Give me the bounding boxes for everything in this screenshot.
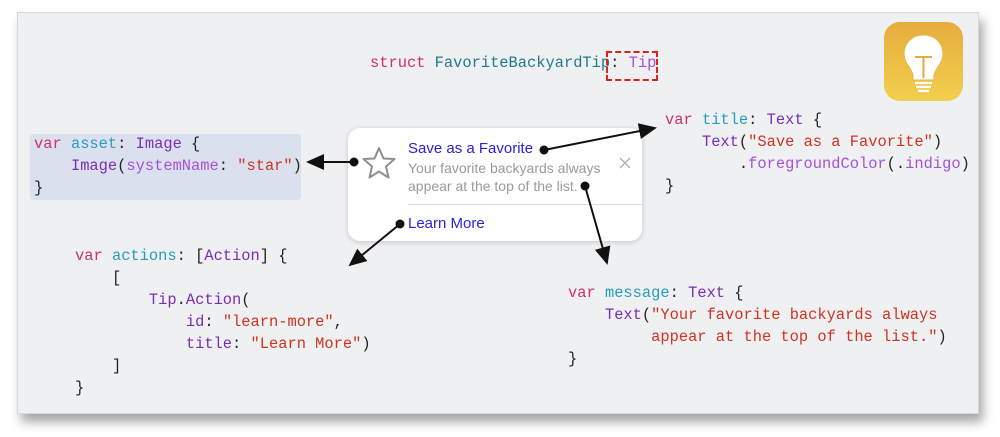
tip-title: Save as a Favorite	[408, 140, 534, 157]
code-line: [	[75, 267, 371, 289]
code-line: struct FavoriteBackyardTip: Tip	[370, 52, 656, 74]
code-token: (	[738, 133, 749, 151]
code-token: (	[241, 291, 251, 309]
code-token: (	[641, 306, 652, 324]
code-token: Action	[204, 247, 260, 265]
code-token: "Learn More"	[250, 335, 362, 353]
code-line: var message: Text {	[568, 282, 947, 304]
code-token: ] {	[259, 247, 288, 265]
code-line: var actions: [Action] {	[75, 245, 371, 267]
code-token: :	[669, 284, 689, 302]
code-token: :	[610, 54, 629, 72]
code-token: indigo	[905, 155, 961, 173]
code-line: title: "Learn More")	[75, 333, 371, 355]
code-token: "Save as a Favorite"	[748, 133, 933, 151]
code-line: Tip.Action(	[75, 289, 371, 311]
asset-code: var asset: Image { Image(systemName: "st…	[34, 133, 302, 199]
arrow-title	[543, 123, 657, 151]
tip-preview-card: Save as a Favorite Your favorite backyar…	[348, 128, 642, 241]
code-line: }	[34, 177, 302, 199]
code-token: var	[568, 284, 605, 302]
title-code: var title: Text { Text("Save as a Favori…	[665, 109, 970, 197]
code-token: :	[232, 335, 251, 353]
code-token: Image	[135, 135, 182, 153]
code-token: Text	[688, 284, 726, 302]
star-icon	[362, 146, 396, 185]
divider	[408, 204, 642, 205]
code-token: "star"	[237, 157, 293, 175]
code-line: .foregroundColor(.indigo)	[665, 153, 970, 175]
code-token: )	[361, 335, 371, 353]
code-token: Action	[185, 291, 242, 309]
code-token: (.	[886, 155, 906, 173]
code-token: :	[117, 135, 136, 153]
code-line: }	[665, 175, 970, 197]
code-token: ,	[333, 313, 343, 331]
code-token: struct	[370, 54, 435, 72]
code-line: Image(systemName: "star")	[34, 155, 302, 177]
struct-declaration: struct FavoriteBackyardTip: Tip	[370, 52, 656, 74]
code-token: var	[75, 247, 112, 265]
code-token: .	[176, 291, 186, 309]
code-token: :	[204, 313, 223, 331]
code-token: (	[117, 157, 127, 175]
code-token: }	[665, 177, 675, 195]
code-token: message	[604, 284, 670, 302]
code-token: }	[34, 179, 44, 197]
code-token: :	[748, 111, 767, 129]
learn-more-button[interactable]: Learn More	[408, 215, 485, 232]
code-line: appear at the top of the list.")	[568, 326, 947, 348]
code-token: Tip	[628, 54, 657, 72]
code-token: .	[665, 155, 749, 173]
code-line: id: "learn-more",	[75, 311, 371, 333]
code-token: ]	[75, 357, 122, 375]
asset-code-highlight	[30, 134, 301, 200]
code-token: }	[568, 350, 578, 368]
close-icon[interactable]	[618, 156, 632, 175]
code-token: foregroundColor	[748, 155, 887, 173]
code-token: title	[701, 111, 749, 129]
tip-protocol-highlight	[606, 51, 658, 81]
code-token: )	[960, 155, 970, 173]
code-token: systemName	[126, 157, 219, 175]
code-token: "learn-more"	[222, 313, 334, 331]
code-token: Text	[766, 111, 804, 129]
message-code: var message: Text { Text("Your favorite …	[568, 282, 947, 370]
code-line: var asset: Image {	[34, 133, 302, 155]
code-token: FavoriteBackyardTip	[434, 54, 611, 72]
arrow-actions	[348, 223, 401, 267]
code-token: [	[75, 269, 122, 287]
actions-code: var actions: [Action] { [ Tip.Action( id…	[75, 245, 371, 399]
code-token: }	[75, 379, 85, 397]
code-token: {	[181, 135, 201, 153]
code-token: Text	[701, 133, 739, 151]
code-line: Text("Your favorite backyards always	[568, 304, 947, 326]
code-token: id	[185, 313, 205, 331]
code-line: var title: Text {	[665, 109, 970, 131]
code-token: var	[34, 135, 71, 153]
code-token: var	[665, 111, 702, 129]
code-token: actions	[111, 247, 177, 265]
code-token: Image	[70, 157, 118, 175]
arrow-message	[584, 185, 611, 265]
code-token: Text	[604, 306, 642, 324]
code-line: Text("Save as a Favorite")	[665, 131, 970, 153]
code-token: "Your favorite backyards always	[651, 306, 938, 324]
code-line: }	[568, 348, 947, 370]
code-token: )	[937, 328, 947, 346]
code-token: asset	[70, 135, 118, 153]
code-token: Tip	[148, 291, 177, 309]
code-token: appear at the top of the list."	[651, 328, 938, 346]
code-token: {	[725, 284, 744, 302]
code-token: title	[185, 335, 233, 353]
lightbulb-tips-icon	[884, 22, 963, 101]
code-token: )	[932, 133, 943, 151]
code-token: )	[292, 157, 302, 175]
code-token: : [	[176, 247, 205, 265]
code-line: ]	[75, 355, 371, 377]
code-token: :	[218, 157, 238, 175]
code-line: }	[75, 377, 371, 399]
tip-message: Your favorite backyards always appear at…	[408, 160, 601, 194]
code-token: {	[803, 111, 823, 129]
